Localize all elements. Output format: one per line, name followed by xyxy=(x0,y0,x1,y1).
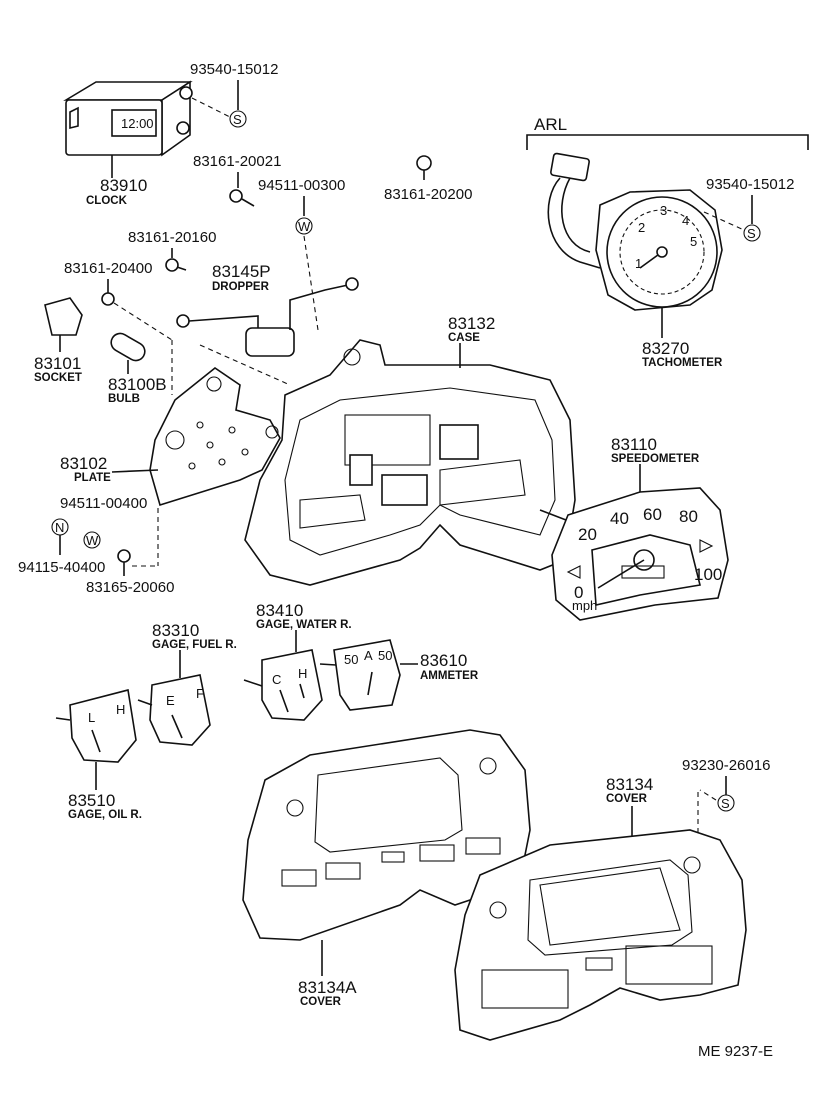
dropper-drawing xyxy=(176,277,359,357)
speedo-dial-20: 20 xyxy=(578,525,597,544)
plate-part-number: 83102 xyxy=(60,454,107,473)
socket-part-name: SOCKET xyxy=(34,372,82,384)
plate-part-name: PLATE xyxy=(74,472,111,484)
tachometer-part-number: 83270 xyxy=(642,339,689,358)
symbol-s-icon xyxy=(229,110,247,128)
gage-water-part-number: 83410 xyxy=(256,601,303,620)
screw-icon xyxy=(229,189,243,203)
clock-display: 12:00 xyxy=(121,116,154,131)
ammeter-right: 50 xyxy=(378,648,392,663)
cover-part-name: COVER xyxy=(606,793,648,805)
screw-icon xyxy=(416,155,432,171)
screw-20160-part-number: 83161-20160 xyxy=(128,229,216,246)
cover-drawing xyxy=(454,829,747,1041)
socket-drawing xyxy=(44,297,83,352)
screw-icon xyxy=(165,258,179,272)
case-part-number: 83132 xyxy=(448,314,495,333)
gage-oil-part-name: GAGE, OIL R. xyxy=(68,809,142,821)
clock-part-name: CLOCK xyxy=(86,195,128,207)
cover-part-number: 83134 xyxy=(606,775,653,794)
dropper-part-number: 83145P xyxy=(212,262,271,281)
ammeter-mid: A xyxy=(364,648,373,663)
tach-dial-2: 2 xyxy=(638,220,645,235)
screw-tach-part-number: 93540-15012 xyxy=(706,176,794,193)
speedometer-part-name: SPEEDOMETER xyxy=(611,453,700,465)
ammeter-part-name: AMMETER xyxy=(420,670,479,682)
nut-symbol: N xyxy=(55,520,64,535)
gage-fuel-part-name: GAGE, FUEL R. xyxy=(152,639,237,651)
cover-a-part-number: 83134A xyxy=(298,978,357,997)
gage-oil-part-number: 83510 xyxy=(68,791,115,810)
case-drawing xyxy=(244,339,576,586)
gage-water-part-name: GAGE, WATER R. xyxy=(256,619,352,631)
screw-cover-part-number: 93230-26016 xyxy=(682,757,770,774)
speedo-dial-60: 60 xyxy=(643,505,662,524)
tach-dial-5: 5 xyxy=(690,234,697,249)
screw-cover-symbol: S xyxy=(721,796,730,811)
cover-a-part-name: COVER xyxy=(300,996,342,1008)
screw-tach-symbol: S xyxy=(747,226,756,241)
bulb-part-number: 83100B xyxy=(108,375,167,394)
gage-water-left: C xyxy=(272,672,281,687)
bulb-part-name: BULB xyxy=(108,393,140,405)
washer-300-symbol: W xyxy=(298,219,311,234)
nut-icon xyxy=(117,549,131,563)
clock-part-number: 83910 xyxy=(100,176,147,195)
gage-oil-drawing xyxy=(55,689,137,763)
screw-20400-part-number: 83161-20400 xyxy=(64,260,152,277)
washer-400-symbol: W xyxy=(86,533,99,548)
gage-fuel-drawing xyxy=(137,674,211,746)
screw-20200-part-number: 83161-20200 xyxy=(384,186,472,203)
symbol-s-icon xyxy=(743,224,761,242)
plate-drawing xyxy=(149,367,281,507)
symbol-s-icon xyxy=(717,794,735,812)
symbol-w-icon xyxy=(83,531,101,549)
gage-oil-left: L xyxy=(88,710,95,725)
variant-label: ARL xyxy=(534,115,567,134)
screw-icon xyxy=(101,292,115,306)
dropper-part-name: DROPPER xyxy=(212,281,270,293)
ammeter-left: 50 xyxy=(344,652,358,667)
tachometer-drawing xyxy=(547,152,723,311)
tach-dial-1: 1 xyxy=(635,256,642,271)
clock-drawing: 12:00 xyxy=(63,80,193,178)
bulb-drawing xyxy=(110,332,146,374)
diagram-code: ME 9237-E xyxy=(698,1043,773,1060)
speedo-unit: mph xyxy=(572,598,597,613)
speedo-dial-100: 100 xyxy=(694,565,722,584)
gage-fuel-right: F xyxy=(196,686,204,701)
screw-20021-part-number: 83161-20021 xyxy=(193,153,281,170)
washer-400-part-number: 94511-00400 xyxy=(60,495,147,512)
gage-water-drawing xyxy=(243,649,323,721)
nut-part-number: 94115-40400 xyxy=(18,559,105,576)
socket-part-number: 83101 xyxy=(34,354,81,373)
screw-clock-part-number: 93540-15012 xyxy=(190,61,278,78)
gage-oil-right: H xyxy=(116,702,125,717)
washer-300-part-number: 94511-00300 xyxy=(258,177,345,194)
ammeter-part-number: 83610 xyxy=(420,651,467,670)
speedo-dial-40: 40 xyxy=(610,509,629,528)
speedo-dial-0: 0 xyxy=(574,583,583,602)
tach-dial-3: 3 xyxy=(660,203,667,218)
gage-fuel-left: E xyxy=(166,693,175,708)
speedometer-drawing xyxy=(539,487,729,621)
speedometer-part-number: 83110 xyxy=(611,435,657,454)
ammeter-drawing xyxy=(319,639,401,711)
symbol-w-icon xyxy=(295,217,313,235)
case-part-name: CASE xyxy=(448,332,480,344)
gage-water-right: H xyxy=(298,666,307,681)
tachometer-part-name: TACHOMETER xyxy=(642,357,723,369)
tach-dial-4: 4 xyxy=(682,213,689,228)
nut-20060-part-number: 83165-20060 xyxy=(86,579,174,596)
speedo-dial-80: 80 xyxy=(679,507,698,526)
screw-clock-symbol: S xyxy=(233,112,242,127)
gage-fuel-part-number: 83310 xyxy=(152,621,199,640)
